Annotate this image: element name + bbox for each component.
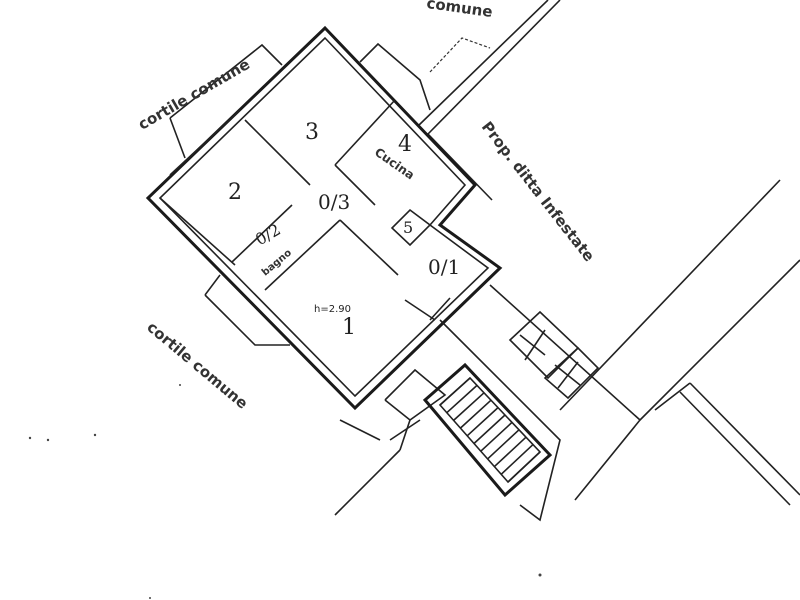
room-number-0-1: 0/1 [428,255,461,279]
room-number-3: 3 [305,120,319,145]
property-boundary [334,0,800,516]
stair-tread [487,429,520,460]
scan-noise [28,384,542,599]
room-number-0-3: 0/3 [318,190,351,214]
landing [384,284,642,522]
interior-walls [159,99,451,321]
balconies [169,37,491,346]
ceiling-height: h=2.90 [314,304,351,315]
staircase [422,362,553,498]
stair-tread [493,436,527,468]
room-number-1: 1 [342,315,356,340]
stair-tread [466,407,499,437]
stair-tread [459,399,492,429]
stair-tread [453,392,485,421]
stair-tread [439,377,471,406]
room-number-5: 5 [403,218,414,237]
apartment-outer-wall [145,25,503,411]
stair-tread [507,451,541,483]
shaft-boxes [508,310,600,400]
room-number-4: 4 [398,132,412,157]
stair-tread [500,444,534,475]
stair-tread [446,384,478,414]
room-number-2: 2 [228,180,242,205]
stair-tread [473,414,506,445]
stair-tread [480,421,513,452]
